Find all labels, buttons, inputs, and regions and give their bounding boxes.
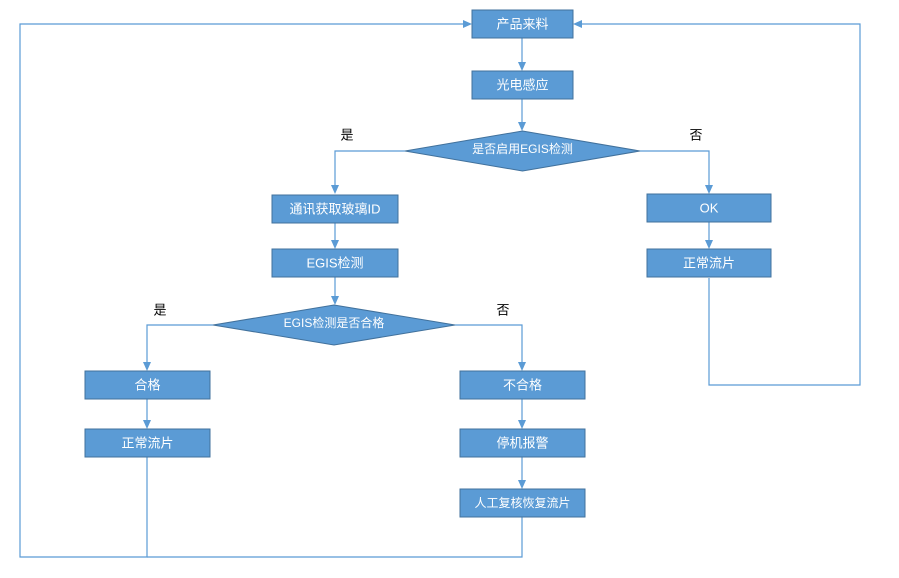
node-stop-alarm-label: 停机报警: [496, 435, 548, 450]
edge-d2-no-n9-arrowhead: [518, 362, 526, 371]
edge-n4-d2-arrowhead: [331, 296, 339, 305]
edge-n8-n1-loop: [19, 23, 465, 558]
node-egis-detection-label: EGIS检测: [306, 255, 363, 270]
edge-n2-d1-arrowhead: [518, 122, 526, 131]
node-normal-flow-left-label: 正常流片: [121, 435, 173, 450]
node-photoelectric-sensing[interactable]: 光电感应: [471, 70, 574, 100]
node-egis-detection[interactable]: EGIS检测: [271, 248, 399, 278]
edge-n9-n10-arrowhead: [518, 420, 526, 429]
node-layer: 产品来料 光电感应 是否启用EGIS检测 通讯获取玻璃ID EGIS检测: [84, 9, 772, 518]
node-normal-flow-left[interactable]: 正常流片: [84, 428, 211, 458]
edge-n3-n4-arrowhead: [331, 240, 339, 249]
node-ok-label: OK: [700, 200, 719, 215]
node-manual-review-resume-label: 人工复核恢复流片: [474, 496, 570, 510]
node-normal-flow-right-label: 正常流片: [683, 255, 735, 270]
decision-egis-pass-label: EGIS检测是否合格: [284, 315, 385, 330]
node-photoelectric-sensing-label: 光电感应: [496, 77, 548, 92]
node-pass-label: 合格: [134, 377, 160, 392]
node-normal-flow-right-shape[interactable]: [646, 248, 772, 278]
node-product-incoming-label: 产品来料: [496, 16, 548, 31]
node-ok-shape[interactable]: [646, 193, 772, 223]
edge-d2-yes-n7-arrowhead: [143, 362, 151, 371]
node-normal-flow-left-shape[interactable]: [84, 428, 211, 458]
edge-n7-n8-arrowhead: [143, 420, 151, 429]
edge-d1-yes-n3-arrowhead: [331, 185, 339, 194]
decision-enable-egis[interactable]: 是否启用EGIS检测: [404, 130, 641, 172]
connector-layer: [19, 20, 861, 558]
edge-n8-n1-loop-arrowhead: [463, 20, 472, 28]
branch-label-d1-yes: 是: [340, 127, 353, 142]
edge-d1-no-n5-arrowhead: [705, 185, 713, 194]
edge-n10-n11-arrowhead: [518, 480, 526, 489]
node-photoelectric-sensing-shape[interactable]: [471, 70, 574, 100]
decision-egis-pass-shape[interactable]: [212, 304, 456, 346]
decision-enable-egis-shape[interactable]: [404, 130, 641, 172]
node-get-glass-id-shape[interactable]: [271, 194, 399, 224]
edge-n11-n1-loop: [147, 517, 523, 558]
node-stop-alarm-shape[interactable]: [459, 428, 586, 458]
edge-n6-n1-loop-arrowhead: [573, 20, 582, 28]
edge-n6-n1-loop: [580, 23, 861, 386]
decision-enable-egis-label: 是否启用EGIS检测: [472, 141, 573, 156]
edge-d1-yes-n3: [334, 150, 405, 187]
branch-label-d2-no: 否: [496, 302, 509, 317]
branch-label-d1-no: 否: [689, 127, 702, 142]
branch-label-d2-yes: 是: [153, 302, 166, 317]
node-get-glass-id-label: 通讯获取玻璃ID: [289, 201, 380, 216]
node-product-incoming-shape[interactable]: [471, 9, 574, 39]
edge-n5-n6-arrowhead: [705, 240, 713, 249]
node-product-incoming[interactable]: 产品来料: [471, 9, 574, 39]
node-egis-detection-shape[interactable]: [271, 248, 399, 278]
node-ok[interactable]: OK: [646, 193, 772, 223]
node-fail-label: 不合格: [503, 377, 542, 392]
node-get-glass-id[interactable]: 通讯获取玻璃ID: [271, 194, 399, 224]
edge-d2-yes-n7: [146, 324, 213, 364]
node-manual-review-resume-shape[interactable]: [459, 488, 586, 518]
node-fail-shape[interactable]: [459, 370, 586, 400]
edge-d2-no-n9: [455, 324, 523, 364]
decision-egis-pass[interactable]: EGIS检测是否合格: [212, 304, 456, 346]
edge-d1-no-n5: [640, 150, 710, 187]
node-manual-review-resume[interactable]: 人工复核恢复流片: [459, 488, 586, 518]
node-stop-alarm[interactable]: 停机报警: [459, 428, 586, 458]
edge-n1-n2-arrowhead: [518, 62, 526, 71]
branch-label-layer: 是 否 是 否: [153, 127, 702, 317]
node-pass[interactable]: 合格: [84, 370, 211, 400]
node-normal-flow-right[interactable]: 正常流片: [646, 248, 772, 278]
node-fail[interactable]: 不合格: [459, 370, 586, 400]
node-pass-shape[interactable]: [84, 370, 211, 400]
